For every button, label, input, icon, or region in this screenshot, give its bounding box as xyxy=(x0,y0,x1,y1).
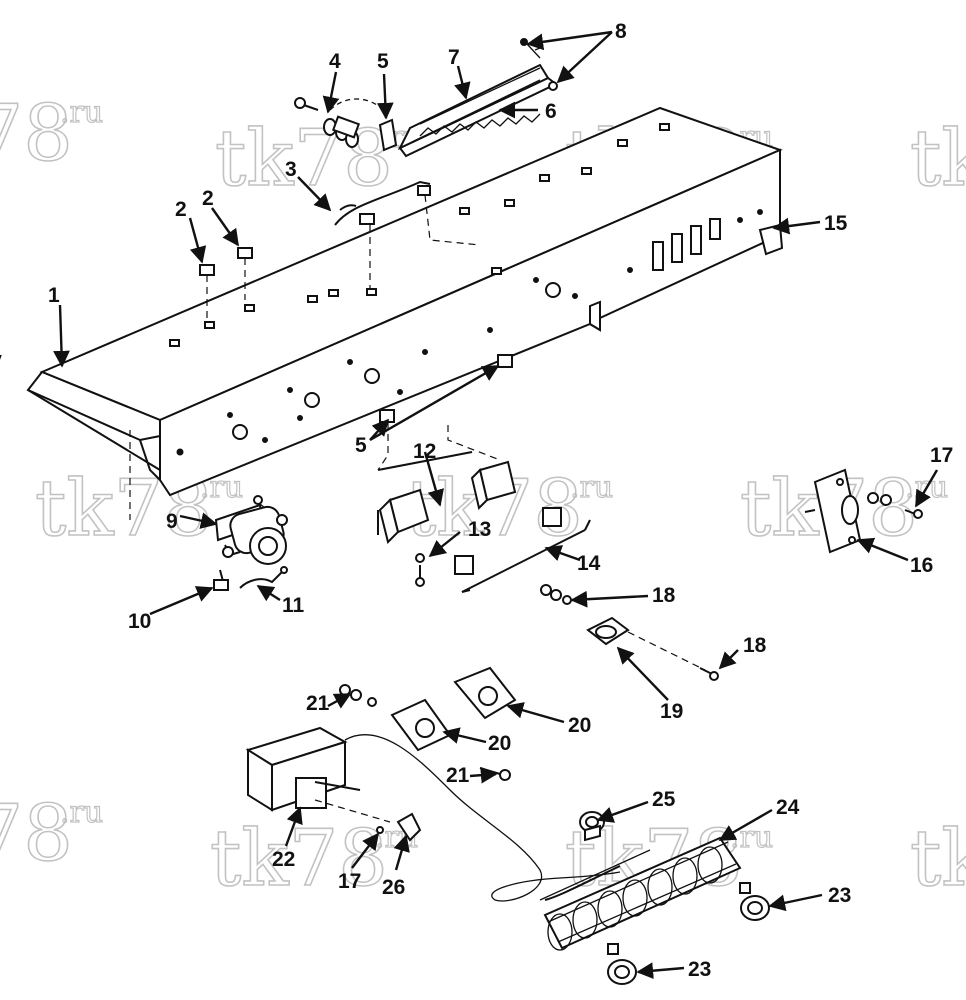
svg-text:tk78: tk78 xyxy=(0,89,73,179)
callout-21a: 21 xyxy=(306,692,330,715)
clip-nuts-2 xyxy=(199,247,253,320)
bracket-15-16-17 xyxy=(804,468,923,554)
callout-21b: 21 xyxy=(446,764,470,787)
callout-19: 19 xyxy=(660,700,683,723)
thermostat-20-21-22 xyxy=(245,666,651,902)
svg-text:tk78: tk78 xyxy=(215,114,393,204)
callout-9: 9 xyxy=(166,510,178,533)
front-face-slots xyxy=(652,218,721,271)
callout-20b: 20 xyxy=(488,732,511,755)
callout-1: 1 xyxy=(48,284,60,307)
watermark-8: tk78.ru xyxy=(209,813,419,905)
leader-arrows xyxy=(53,30,939,980)
callout-23a: 23 xyxy=(828,884,851,907)
bolt-10 xyxy=(213,569,229,591)
callout-3: 3 xyxy=(285,158,297,181)
callout-2b: 2 xyxy=(202,187,214,210)
callout-13: 13 xyxy=(468,518,491,541)
callout-22: 22 xyxy=(272,848,295,871)
callout-26: 26 xyxy=(382,876,405,899)
chassis-rail xyxy=(0,106,784,497)
callout-18a: 18 xyxy=(652,584,676,607)
heater-element-23-24-25 xyxy=(543,811,770,985)
svg-text:tk78: tk78 xyxy=(910,814,966,904)
front-face-holes xyxy=(176,209,763,456)
callout-2a: 2 xyxy=(175,198,187,221)
callout-15: 15 xyxy=(824,212,848,235)
callout-10: 10 xyxy=(128,610,151,633)
wire-11 xyxy=(239,566,288,589)
callout-labels: 1 2 2 3 4 5 5 6 7 8 9 10 11 12 13 14 15 … xyxy=(48,20,953,981)
callout-14: 14 xyxy=(577,552,601,575)
svg-text:tk78: tk78 xyxy=(0,789,73,879)
callout-17a: 17 xyxy=(930,444,953,467)
svg-text:.ru: .ru xyxy=(60,795,103,830)
callout-12: 12 xyxy=(413,440,436,463)
svg-text:.ru: .ru xyxy=(60,95,103,130)
svg-text:.ru: .ru xyxy=(730,820,773,855)
callout-6: 6 xyxy=(545,100,557,123)
thermal-switch-18-19 xyxy=(540,584,719,681)
solenoid-9 xyxy=(129,430,288,565)
watermark-3: tk78 xyxy=(909,113,966,205)
top-face-slots xyxy=(0,123,670,363)
heater-strip-6-7-8 xyxy=(397,38,558,158)
callout-5a: 5 xyxy=(377,50,389,73)
callout-25: 25 xyxy=(652,788,676,811)
callout-17b: 17 xyxy=(338,870,361,893)
relays-12-13-14 xyxy=(377,451,591,593)
callout-4: 4 xyxy=(329,50,341,73)
watermark-4: tk78.ru xyxy=(0,88,104,180)
callout-8: 8 xyxy=(615,20,627,43)
wire-3 xyxy=(334,180,481,290)
svg-text:tk78: tk78 xyxy=(910,114,966,204)
callout-24: 24 xyxy=(776,796,800,819)
svg-text:.ru: .ru xyxy=(570,470,613,505)
callout-16: 16 xyxy=(910,554,933,577)
callout-11: 11 xyxy=(282,594,305,617)
callout-18b: 18 xyxy=(743,634,767,657)
callout-20a: 20 xyxy=(568,714,591,737)
bolt-assembly-4-5 xyxy=(294,97,398,152)
watermark-11: tk78.ru xyxy=(0,788,104,880)
callout-23b: 23 xyxy=(688,958,711,981)
callout-7: 7 xyxy=(448,46,460,69)
callout-5b: 5 xyxy=(355,434,367,457)
watermark-10: tk78 xyxy=(909,813,966,905)
